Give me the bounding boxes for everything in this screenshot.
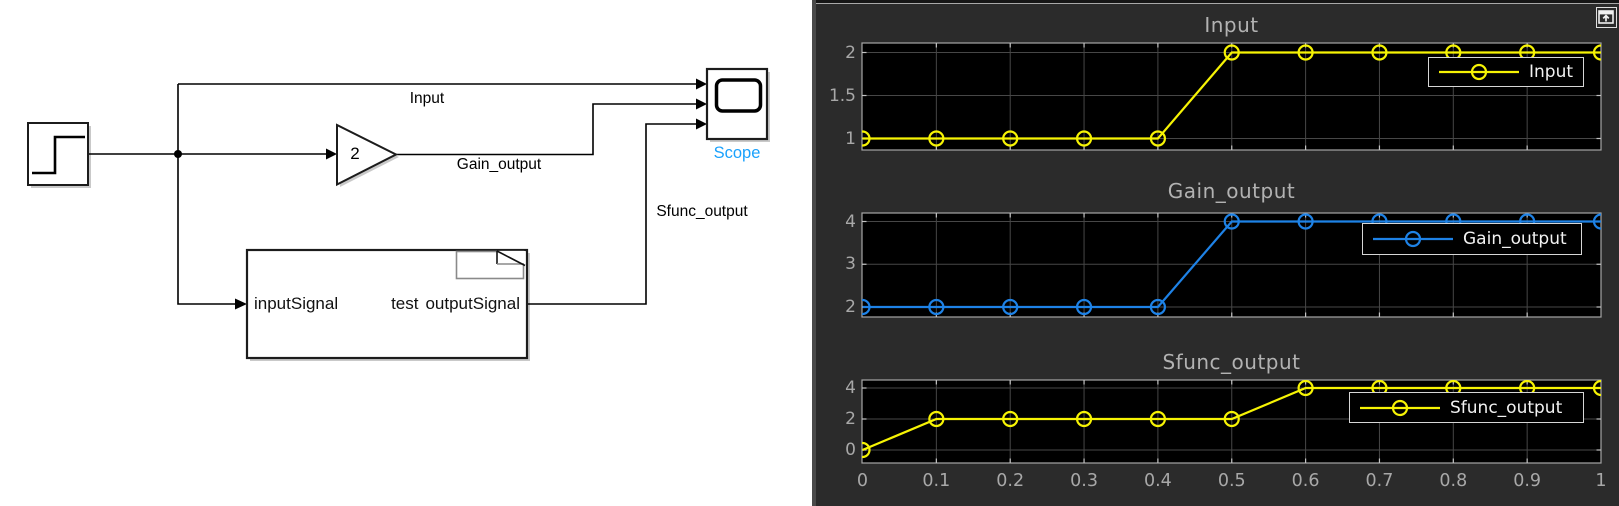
- y-tick-label: 1.5: [828, 85, 856, 106]
- legend-input[interactable]: Input: [1428, 57, 1584, 87]
- signal-label-gain-output[interactable]: Gain_output: [456, 156, 542, 173]
- y-tick-label: 4: [845, 378, 856, 398]
- scope-screen-icon: [714, 78, 763, 113]
- legend-gain-output[interactable]: Gain_output: [1362, 223, 1582, 255]
- signal-label-sfunc-output[interactable]: Sfunc_output: [656, 203, 748, 220]
- step-icon: [32, 135, 85, 175]
- series-line-Sfunc_output: [862, 386, 1601, 452]
- block-diagram-canvas[interactable]: [0, 0, 812, 506]
- x-tick-label: 0.6: [1291, 471, 1320, 491]
- x-tick-label: 0.8: [1439, 471, 1468, 491]
- legend-line-marker-icon: [1360, 399, 1440, 416]
- x-tick-label: 0.7: [1365, 471, 1394, 491]
- legend-line-marker-icon: [1373, 230, 1453, 248]
- scope-block-name[interactable]: Scope: [713, 144, 761, 162]
- subplot-Gain_output[interactable]: [856, 212, 1609, 318]
- scope-window-toolbar-edge: [816, 0, 1619, 4]
- scope-window: Input Gain_output Sfunc_output Input Gai…: [812, 0, 1619, 506]
- x-tick-label: 0.9: [1513, 471, 1542, 491]
- x-tick-label: 0.1: [922, 471, 951, 491]
- series-markers: [862, 44, 1601, 147]
- popout-button[interactable]: [1596, 7, 1617, 28]
- folded-page-badge-icon: [455, 250, 526, 280]
- scope-plots-canvas[interactable]: [816, 0, 1619, 506]
- series-line-Input: [862, 51, 1601, 140]
- gain-value: 2: [350, 144, 360, 163]
- wire-arrowheads: [174, 78, 707, 310]
- branch-dot: [174, 150, 182, 158]
- x-tick-label: 1: [1595, 471, 1607, 491]
- y-tick-label: 3: [845, 254, 856, 275]
- signal-label-input[interactable]: Input: [409, 90, 445, 107]
- y-tick-label: 2: [845, 297, 856, 317]
- plot-title-input: Input: [1204, 13, 1259, 37]
- subsystem-outport-label: outputSignal: [425, 294, 520, 313]
- series-line-Gain_output: [862, 220, 1601, 309]
- x-tick-label: 0.3: [1070, 471, 1098, 491]
- scope-block[interactable]: [705, 67, 769, 141]
- legend-sfunc-output[interactable]: Sfunc_output: [1349, 392, 1584, 423]
- y-tick-label: 2: [845, 42, 856, 63]
- gain-block[interactable]: [336, 123, 399, 187]
- legend-line-marker-icon: [1439, 63, 1519, 81]
- y-tick-label: 1: [845, 128, 856, 149]
- subplot-Input[interactable]: [856, 42, 1609, 151]
- x-tick-label: 0.4: [1143, 471, 1172, 491]
- x-tick-label: 0.2: [996, 471, 1025, 491]
- legend-label: Input: [1529, 62, 1574, 82]
- subsystem-port-labels: inputSignal test outputSignal: [247, 250, 527, 358]
- window-popout-icon: [1598, 10, 1614, 24]
- y-tick-label: 2: [845, 409, 856, 429]
- plot-title-gain-output: Gain_output: [1167, 179, 1296, 203]
- legend-label: Sfunc_output: [1450, 397, 1563, 418]
- step-block[interactable]: [27, 122, 89, 186]
- legend-label: Gain_output: [1463, 229, 1567, 249]
- plot-title-sfunc-output: Sfunc_output: [1162, 350, 1301, 374]
- x-tick-label: 0: [856, 471, 869, 491]
- x-tick-label: 0.5: [1217, 471, 1246, 491]
- y-tick-label: 0: [845, 440, 856, 460]
- subsystem-inport-label: inputSignal: [254, 294, 339, 313]
- y-tick-label: 4: [845, 211, 856, 232]
- subsystem-name: test: [391, 294, 419, 313]
- sfunction-subsystem-block[interactable]: [245, 248, 529, 360]
